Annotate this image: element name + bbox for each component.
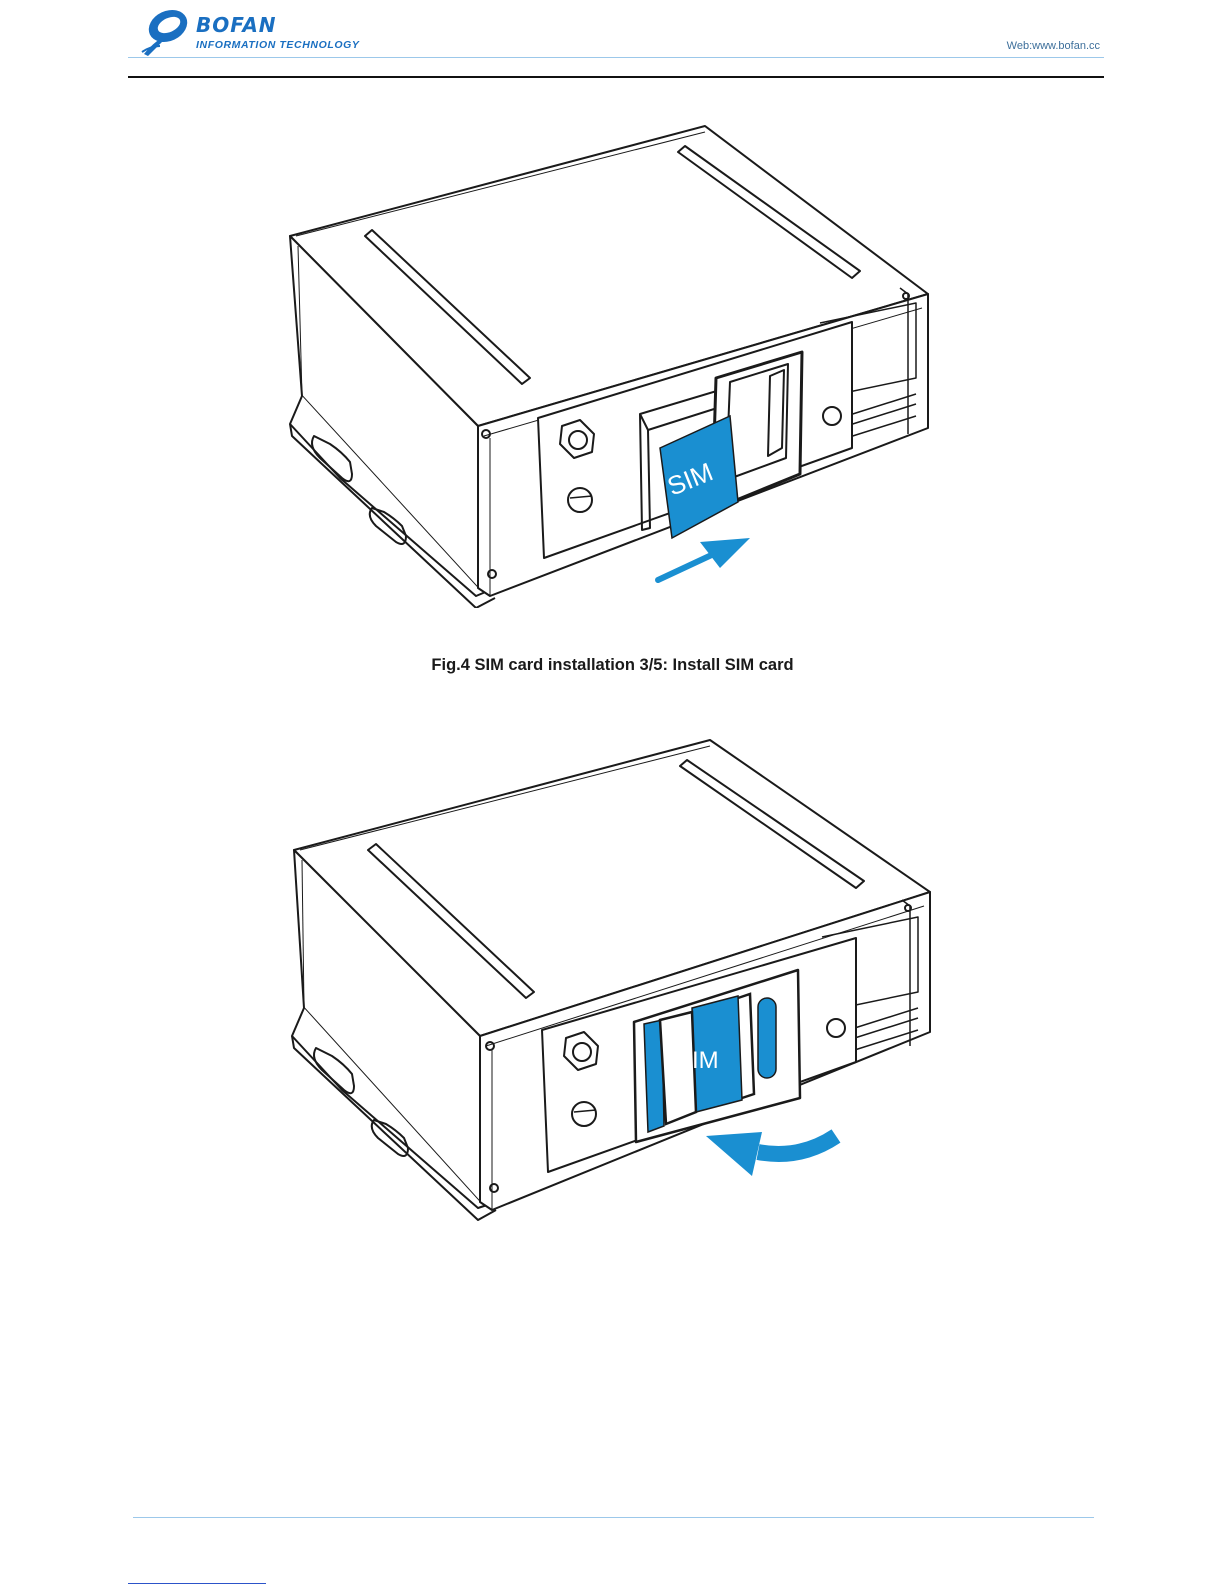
brand-name: BOFAN [196, 13, 277, 37]
website-address: Web:www.bofan.cc [1007, 40, 1100, 52]
header-rule-blue [128, 57, 1104, 58]
figure-close-sim-cover: IM [280, 732, 940, 1222]
insert-arrow-icon [658, 538, 750, 580]
sim-card-label: IM [692, 1047, 719, 1074]
footer-rule [133, 1517, 1094, 1518]
figure-caption: Fig.4 SIM card installation 3/5: Install… [0, 656, 1225, 675]
header-rule-black [128, 76, 1104, 78]
close-curved-arrow-icon [706, 1132, 836, 1176]
brand-subtitle: INFORMATION TECHNOLOGY [196, 39, 360, 51]
figure-install-sim: SIM [280, 118, 940, 608]
page-header: BOFAN INFORMATION TECHNOLOGY Web:www.bof… [128, 0, 1104, 82]
bofan-swoosh-logo [138, 4, 192, 58]
footer-link-underline [128, 1583, 266, 1584]
